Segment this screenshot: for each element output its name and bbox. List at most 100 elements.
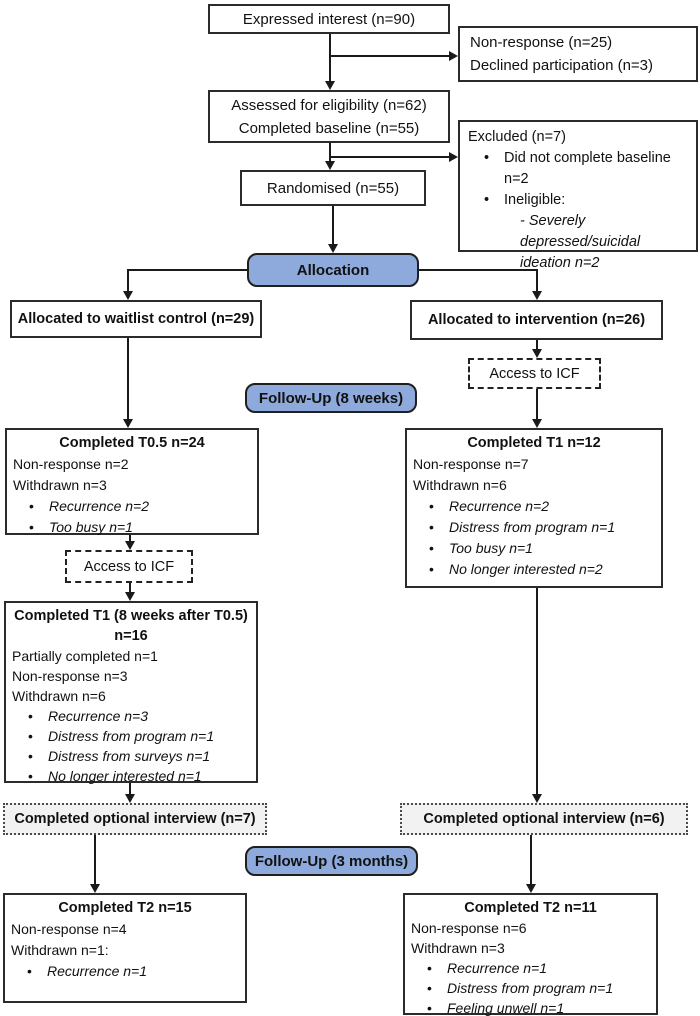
access-icf-right-label: Access to ICF <box>489 365 580 382</box>
completed-t05-title: Completed T0.5 n=24 <box>59 435 205 451</box>
t1i-withdrawn: Withdrawn n=6 <box>413 477 507 493</box>
t05-non-response: Non-response n=2 <box>13 456 129 472</box>
waitlist-control-box: Allocated to waitlist control (n=29) <box>10 300 262 338</box>
followup-3-months-pill: Follow-Up (3 months) <box>245 846 418 876</box>
connector-t1-waitlist-interview <box>129 783 131 794</box>
bullet-icon: • <box>429 519 434 535</box>
excluded-box: Excluded (n=7) • Did not complete baseli… <box>458 120 698 271</box>
t2i-reason: •Feeling unwell n=1 <box>411 998 650 1016</box>
completed-t1-intervention-title: Completed T1 n=12 <box>467 435 601 451</box>
excluded-bullet-ineligible: • Ineligible: <box>468 190 688 211</box>
bullet-icon: • <box>427 980 432 996</box>
t1w-reason: •Recurrence n=3 <box>12 706 250 726</box>
arrow-down-icon <box>532 349 542 358</box>
connector-waitlist-t05 <box>127 338 129 419</box>
t1w-reason: •No longer interested n=1 <box>12 766 250 786</box>
connector-allocation-left-v <box>127 269 129 291</box>
connector-t05-icf-left <box>129 535 131 541</box>
bullet-icon: • <box>429 540 434 556</box>
bullet-icon: • <box>484 192 490 208</box>
bullet-icon: • <box>29 519 34 535</box>
connector-t1-intervention-interview <box>536 588 538 794</box>
allocation-pill: Allocation <box>247 253 419 287</box>
t1w-reason: •Distress from surveys n=1 <box>12 746 250 766</box>
arrow-right-icon <box>449 51 458 61</box>
arrow-down-icon <box>123 419 133 428</box>
completed-t1-waitlist-title: Completed T1 (8 weeks after T0.5) <box>14 608 248 624</box>
bullet-icon: • <box>429 498 434 514</box>
connector-icf-t1-waitlist <box>129 583 131 592</box>
arrow-down-icon <box>325 81 335 90</box>
t1w-reason: •Distress from program n=1 <box>12 726 250 746</box>
bullet-icon: • <box>28 768 33 784</box>
connector-allocation-right-h <box>419 269 537 271</box>
connector-branch-excluded <box>330 156 449 158</box>
randomised-label: Randomised (n=55) <box>266 179 400 197</box>
waitlist-control-label: Allocated to waitlist control (n=29) <box>17 311 255 327</box>
declined-participation-line: Declined participation (n=3) <box>470 57 654 74</box>
arrow-down-icon <box>328 244 338 253</box>
expressed-interest-box: Expressed interest (n=90) <box>208 4 450 34</box>
connector-interview-t2-intervention <box>530 835 532 884</box>
connector-interview-t2-waitlist <box>94 835 96 884</box>
allocation-label: Allocation <box>296 261 370 279</box>
bullet-icon: • <box>28 708 33 724</box>
followup-8-weeks-label: Follow-Up (8 weeks) <box>258 389 404 407</box>
non-response-line: Non-response (n=25) <box>470 34 613 51</box>
completed-t1-waitlist-n: n=16 <box>114 628 148 644</box>
completed-t2-waitlist-box: Completed T2 n=15 Non-response n=4 Withd… <box>3 893 247 1003</box>
t1i-non-response: Non-response n=7 <box>413 456 529 472</box>
excluded-ineligible-detail: - Severely depressed/suicidal ideation n… <box>520 213 641 271</box>
arrow-down-icon <box>125 541 135 550</box>
t1i-reason: •Distress from program n=1 <box>413 517 655 538</box>
arrow-down-icon <box>125 794 135 803</box>
completed-t2-waitlist-title: Completed T2 n=15 <box>58 900 192 916</box>
bullet-icon: • <box>29 498 34 514</box>
access-icf-left-box: Access to ICF <box>65 550 193 583</box>
assessed-eligibility-box: Assessed for eligibility (n=62) Complete… <box>208 90 450 143</box>
optional-interview-waitlist-box: Completed optional interview (n=7) <box>3 803 267 835</box>
t2w-reason: •Recurrence n=1 <box>11 961 239 982</box>
t2i-reason: •Distress from program n=1 <box>411 978 650 998</box>
followup-8-weeks-pill: Follow-Up (8 weeks) <box>245 383 417 413</box>
connector-branch-nonresponse <box>330 55 449 57</box>
connector-randomised-allocation <box>332 206 334 244</box>
optional-interview-intervention-box: Completed optional interview (n=6) <box>400 803 688 835</box>
bullet-icon: • <box>28 728 33 744</box>
connector-intervention-icf <box>536 340 538 349</box>
expressed-interest-label: Expressed interest (n=90) <box>242 10 416 28</box>
completed-t2-intervention-title: Completed T2 n=11 <box>464 900 597 916</box>
access-icf-left-label: Access to ICF <box>83 558 175 575</box>
t1w-withdrawn: Withdrawn n=6 <box>12 688 106 704</box>
t1i-reason: •Too busy n=1 <box>413 538 655 559</box>
randomised-box: Randomised (n=55) <box>240 170 426 206</box>
completed-t2-intervention-box: Completed T2 n=11 Non-response n=6 Withd… <box>403 893 658 1016</box>
t2i-non-response: Non-response n=6 <box>411 920 527 936</box>
access-icf-right-box: Access to ICF <box>468 358 601 389</box>
intervention-box: Allocated to intervention (n=26) <box>410 300 663 340</box>
t05-reason: •Recurrence n=2 <box>13 496 251 517</box>
arrow-down-icon <box>123 291 133 300</box>
excluded-title: Excluded (n=7) <box>468 129 566 145</box>
t2i-withdrawn: Withdrawn n=3 <box>411 940 505 956</box>
arrow-down-icon <box>90 884 100 893</box>
completed-t05-box: Completed T0.5 n=24 Non-response n=2 Wit… <box>5 428 259 535</box>
excluded-bullet-baseline: • Did not complete baseline n=2 <box>468 148 688 190</box>
arrow-down-icon <box>532 291 542 300</box>
t1i-reason: •Recurrence n=2 <box>413 496 655 517</box>
connector-allocation-right-v <box>536 269 538 291</box>
completed-t1-waitlist-box: Completed T1 (8 weeks after T0.5) n=16 P… <box>4 601 258 786</box>
t2i-reason: •Recurrence n=1 <box>411 958 650 978</box>
bullet-icon: • <box>28 748 33 764</box>
completed-baseline-line: Completed baseline (n=55) <box>238 119 420 137</box>
t2w-withdrawn: Withdrawn n=1: <box>11 942 109 958</box>
t1w-non-response: Non-response n=3 <box>12 668 128 684</box>
arrow-down-icon <box>125 592 135 601</box>
arrow-down-icon <box>532 794 542 803</box>
completed-t1-intervention-box: Completed T1 n=12 Non-response n=7 Withd… <box>405 428 663 588</box>
arrow-down-icon <box>526 884 536 893</box>
arrow-right-icon <box>449 152 458 162</box>
bullet-icon: • <box>27 963 32 979</box>
t05-withdrawn: Withdrawn n=3 <box>13 477 107 493</box>
